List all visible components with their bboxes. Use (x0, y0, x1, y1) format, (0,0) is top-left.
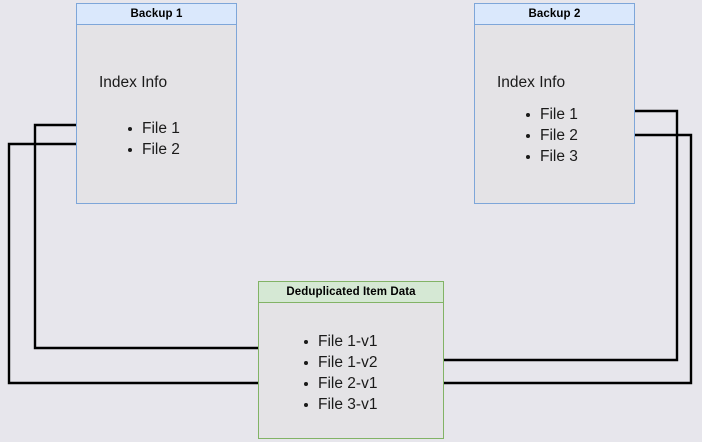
list-item[interactable]: File 1 (525, 104, 578, 125)
backup-1-index-info-label: Index Info (99, 74, 168, 91)
node-backup-1-body: Index Info File 1 File 2 (77, 25, 236, 203)
list-item[interactable]: File 2-v1 (303, 373, 377, 394)
backup-2-index-info-label: Index Info (497, 74, 566, 91)
node-deduplicated-item-data-body: File 1-v1 File 1-v2 File 2-v1 File 3-v1 (259, 303, 443, 438)
dedup-file-list: File 1-v1 File 1-v2 File 2-v1 File 3-v1 (303, 331, 377, 415)
node-backup-2-body: Index Info File 1 File 2 File 3 (475, 25, 634, 203)
list-item[interactable]: File 2 (525, 125, 578, 146)
node-deduplicated-item-data[interactable]: Deduplicated Item Data File 1-v1 File 1-… (258, 281, 444, 439)
node-backup-2-title: Backup 2 (475, 4, 634, 25)
connector-backup2-file1-to-file1v2 (389, 109, 679, 365)
connector-backup1-file2-to-file2v1 (7, 142, 291, 388)
list-item[interactable]: File 3-v1 (303, 394, 377, 415)
list-item[interactable]: File 1-v2 (303, 352, 377, 373)
node-backup-1[interactable]: Backup 1 Index Info File 1 File 2 (76, 3, 237, 204)
list-item[interactable]: File 3 (525, 146, 578, 167)
node-backup-2[interactable]: Backup 2 Index Info File 1 File 2 File 3 (474, 3, 635, 204)
node-deduplicated-item-data-title: Deduplicated Item Data (259, 282, 443, 303)
list-item[interactable]: File 1 (127, 118, 180, 139)
backup-1-file-list: File 1 File 2 (127, 118, 180, 160)
connector-backup2-file2-to-file2v1 (389, 133, 693, 388)
list-item[interactable]: File 1-v1 (303, 331, 377, 352)
backup-2-file-list: File 1 File 2 File 3 (525, 104, 578, 167)
list-item[interactable]: File 2 (127, 139, 180, 160)
node-backup-1-title: Backup 1 (77, 4, 236, 25)
